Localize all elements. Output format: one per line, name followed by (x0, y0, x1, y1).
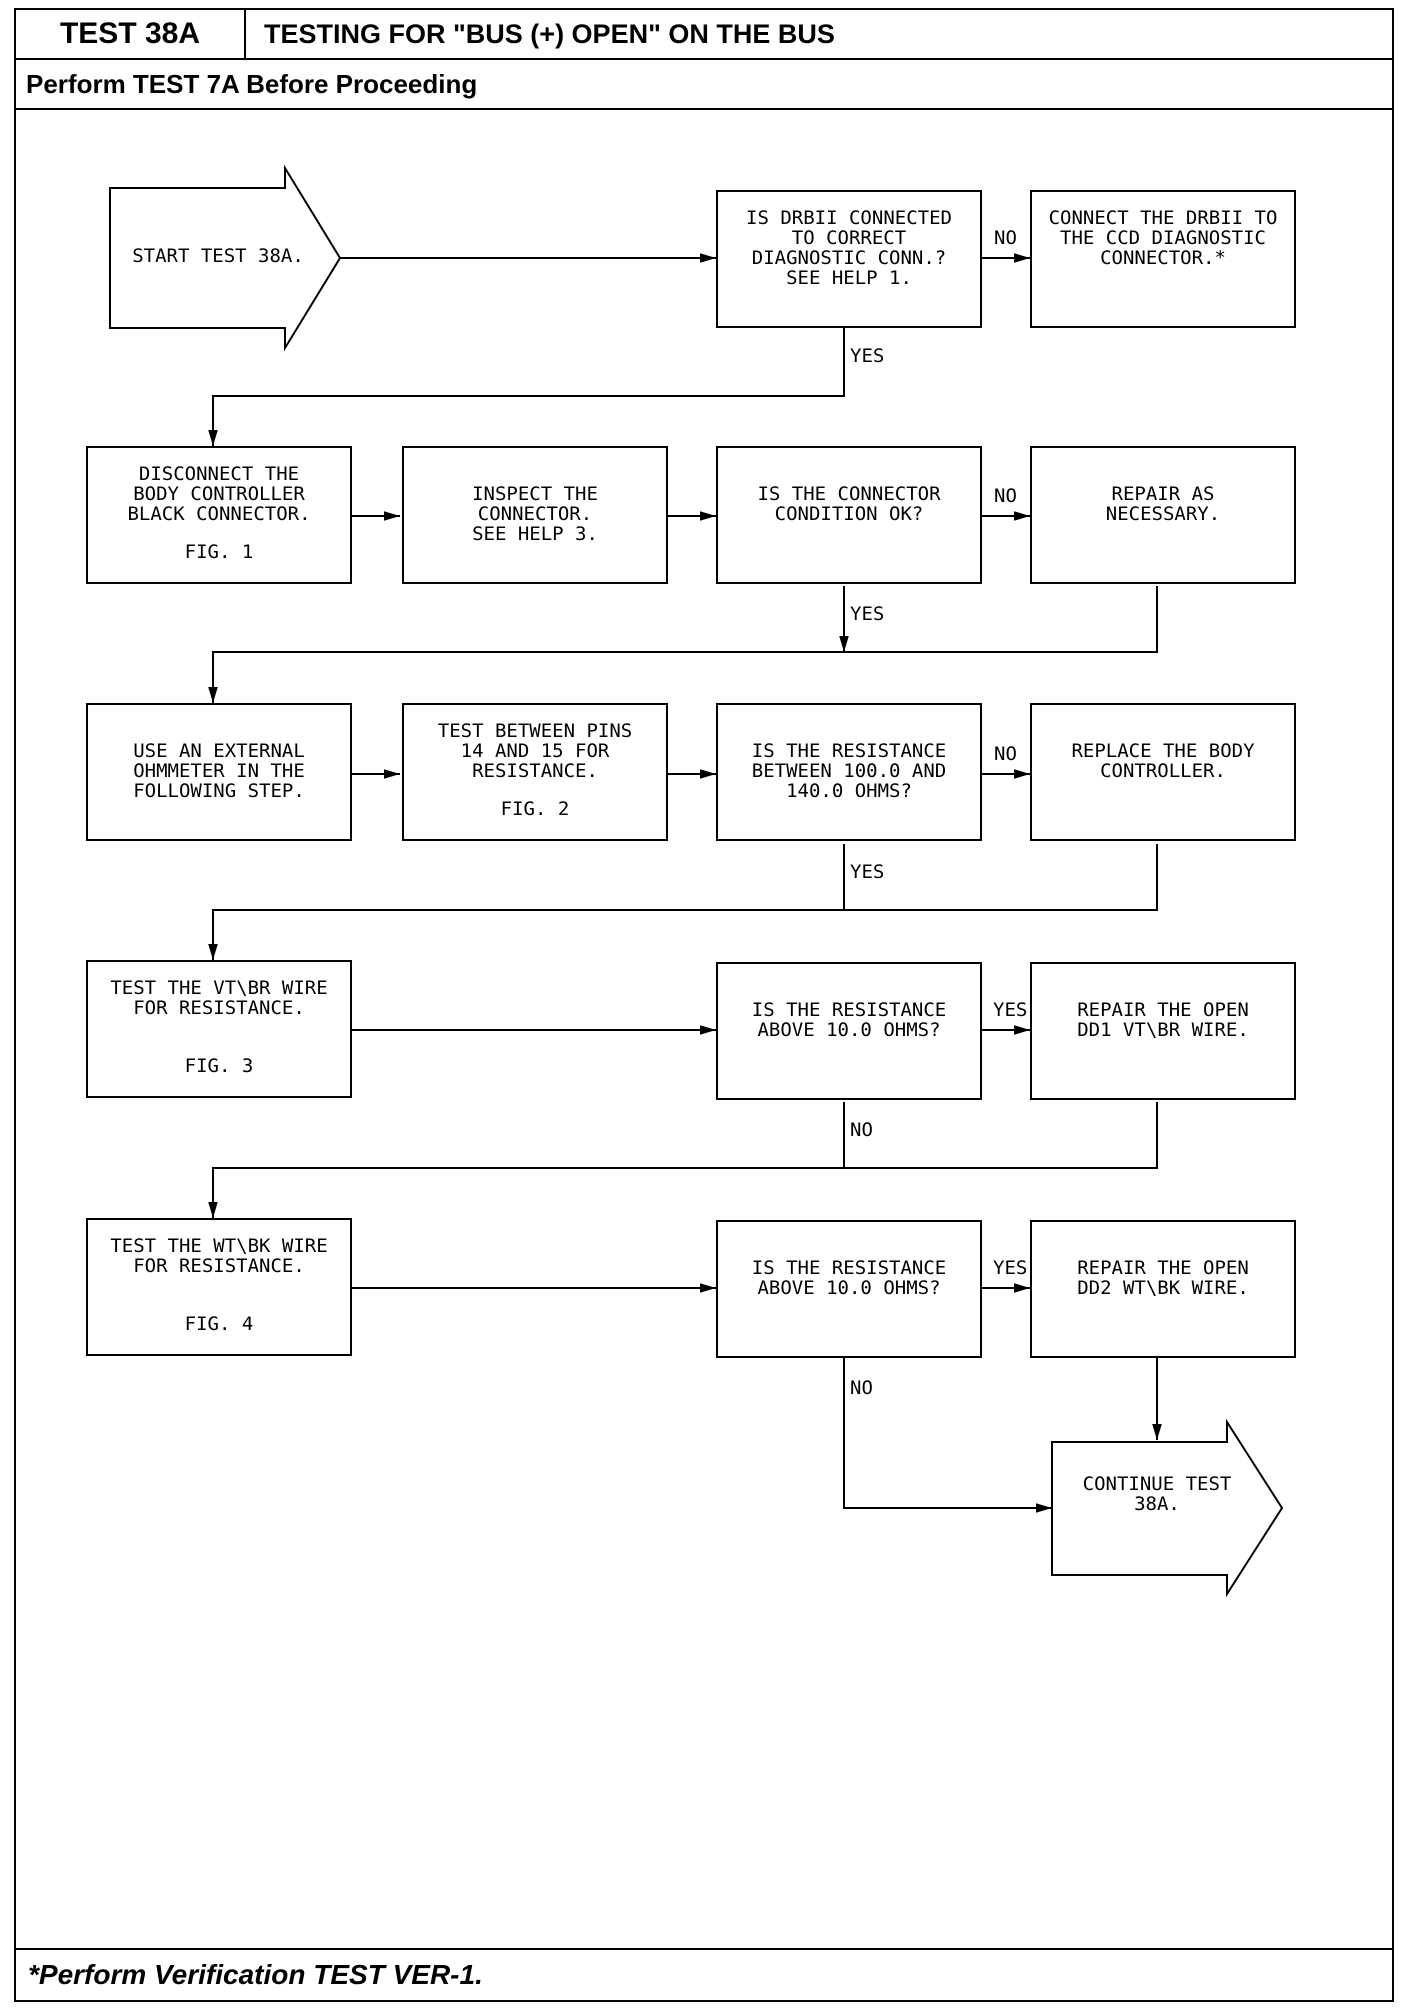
question-vt-br-resistance: IS THE RESISTANCE ABOVE 10.0 OHMS? (716, 962, 982, 1100)
question-wt-bk-resistance: IS THE RESISTANCE ABOVE 10.0 OHMS? (716, 1220, 982, 1358)
prerequisite-bar: Perform TEST 7A Before Proceeding (16, 60, 1392, 110)
s3-line-2: OHMMETER IN THE (133, 760, 305, 782)
q1-line-1: IS DRBII CONNECTED (746, 207, 952, 229)
a1-line-3: CONNECTOR.* (1100, 247, 1226, 269)
label-yes-q3: YES (850, 861, 885, 883)
a4-line-1: REPAIR THE OPEN (1077, 999, 1249, 1021)
q5-line-2: ABOVE 10.0 OHMS? (757, 1277, 941, 1299)
s1-line-1: DISCONNECT THE (138, 463, 300, 485)
q3-line-1: IS THE RESISTANCE (751, 740, 947, 762)
footnote-text: *Perform Verification TEST VER-1. (28, 1959, 483, 1990)
s5-line-1: TEST THE VT\BR WIRE (110, 977, 328, 999)
s5-line-2: FOR RESISTANCE. (133, 997, 305, 1019)
step-test-vt-br-wire: TEST THE VT\BR WIRE FOR RESISTANCE. FIG.… (86, 960, 352, 1098)
q3-line-2: BETWEEN 100.0 AND (751, 760, 947, 782)
s6-line-1: TEST THE WT\BK WIRE (110, 1235, 328, 1257)
a4-line-2: DD1 VT\BR WIRE. (1077, 1019, 1249, 1041)
q4-line-2: ABOVE 10.0 OHMS? (757, 1019, 941, 1041)
label-yes-q2: YES (850, 603, 885, 625)
label-no-q3: NO (994, 743, 1017, 765)
s1-line-3: BLACK CONNECTOR. (127, 503, 311, 525)
question-connector-ok: IS THE CONNECTOR CONDITION OK? (716, 446, 982, 584)
a5-line-1: REPAIR THE OPEN (1077, 1257, 1249, 1279)
s2-line-3: SEE HELP 3. (472, 523, 598, 545)
action-repair-wt-bk: REPAIR THE OPEN DD2 WT\BK WIRE. (1030, 1220, 1296, 1358)
header-bar: TEST 38A TESTING FOR "BUS (+) OPEN" ON T… (16, 10, 1392, 60)
conn-a3-merge (844, 844, 1158, 911)
step-disconnect-bcm: DISCONNECT THE BODY CONTROLLER BLACK CON… (86, 446, 352, 584)
action-repair-connector: REPAIR AS NECESSARY. (1030, 446, 1296, 584)
conn-a4-merge (844, 1102, 1158, 1169)
test-title: TESTING FOR "BUS (+) OPEN" ON THE BUS (264, 18, 835, 49)
s3-line-1: USE AN EXTERNAL (133, 740, 305, 762)
q2-line-2: CONDITION OK? (774, 503, 924, 525)
label-no-q5: NO (850, 1377, 873, 1399)
step-test-pins-14-15: TEST BETWEEN PINS 14 AND 15 FOR RESISTAN… (402, 703, 668, 841)
a1-line-1: CONNECT THE DRBII TO (1048, 207, 1278, 229)
q3-line-3: 140.0 OHMS? (786, 780, 912, 802)
s2-line-1: INSPECT THE (472, 483, 598, 505)
s1-line-2: BODY CONTROLLER (133, 483, 305, 505)
action-connect-drbii: CONNECT THE DRBII TO THE CCD DIAGNOSTIC … (1030, 190, 1296, 328)
label-yes-q4: YES (993, 999, 1028, 1021)
action-replace-bcm: REPLACE THE BODY CONTROLLER. (1030, 703, 1296, 841)
a3-line-2: CONTROLLER. (1100, 760, 1226, 782)
step-inspect-connector: INSPECT THE CONNECTOR. SEE HELP 3. (402, 446, 668, 584)
s5-fig: FIG. 3 (184, 1055, 254, 1077)
q2-line-1: IS THE CONNECTOR (757, 483, 941, 505)
q5-line-1: IS THE RESISTANCE (751, 1257, 947, 1279)
label-no-q4: NO (850, 1119, 873, 1141)
conn-q5-end (843, 1358, 1052, 1513)
test-id: TEST 38A (16, 10, 246, 58)
s1-fig: FIG. 1 (184, 541, 254, 563)
a3-line-1: REPLACE THE BODY (1071, 740, 1255, 762)
s2-line-2: CONNECTOR. (477, 503, 593, 525)
q1-line-2: TO CORRECT (791, 227, 907, 249)
s3-line-3: FOLLOWING STEP. (133, 780, 305, 802)
label-no-q2: NO (994, 485, 1017, 507)
conn-q1-s1 (208, 328, 845, 446)
a2-line-2: NECESSARY. (1105, 503, 1221, 525)
s4-line-2: 14 AND 15 FOR (460, 740, 610, 762)
end-line-1: CONTINUE TEST (1082, 1473, 1232, 1495)
label-yes-q1: YES (850, 345, 885, 367)
step-test-wt-bk-wire: TEST THE WT\BK WIRE FOR RESISTANCE. FIG.… (86, 1218, 352, 1356)
question-drbii-connected: IS DRBII CONNECTED TO CORRECT DIAGNOSTIC… (716, 190, 982, 328)
conn-q4-s6 (208, 1102, 845, 1218)
end-arrow-shape (1051, 1418, 1284, 1598)
step-use-ohmmeter: USE AN EXTERNAL OHMMETER IN THE FOLLOWIN… (86, 703, 352, 841)
conn-q2-s3 (208, 586, 845, 703)
s4-line-3: RESISTANCE. (472, 760, 598, 782)
start-arrow-shape (109, 164, 342, 352)
label-no-q1: NO (994, 227, 1017, 249)
conn-q3-s5 (208, 844, 845, 960)
s4-fig: FIG. 2 (500, 798, 570, 820)
start-label: START TEST 38A. (118, 246, 318, 266)
a5-line-2: DD2 WT\BK WIRE. (1077, 1277, 1249, 1299)
prerequisite-text: Perform TEST 7A Before Proceeding (26, 68, 478, 99)
footer-bar: *Perform Verification TEST VER-1. (16, 1948, 1392, 2000)
end-label: CONTINUE TEST 38A. (1062, 1474, 1252, 1514)
question-resistance-range: IS THE RESISTANCE BETWEEN 100.0 AND 140.… (716, 703, 982, 841)
page-frame: TEST 38A TESTING FOR "BUS (+) OPEN" ON T… (14, 8, 1394, 2002)
a1-line-2: THE CCD DIAGNOSTIC (1060, 227, 1266, 249)
q1-line-3: DIAGNOSTIC CONN.? (751, 247, 947, 269)
a2-line-1: REPAIR AS (1111, 483, 1215, 505)
end-line-2: 38A. (1134, 1493, 1180, 1515)
start-text: START TEST 38A. (132, 245, 304, 267)
conn-a2-merge (844, 586, 1158, 653)
s6-fig: FIG. 4 (184, 1313, 254, 1335)
label-yes-q5: YES (993, 1257, 1028, 1279)
s6-line-2: FOR RESISTANCE. (133, 1255, 305, 1277)
q4-line-1: IS THE RESISTANCE (751, 999, 947, 1021)
s4-line-1: TEST BETWEEN PINS (437, 720, 633, 742)
action-repair-vt-br: REPAIR THE OPEN DD1 VT\BR WIRE. (1030, 962, 1296, 1100)
q1-line-4: SEE HELP 1. (786, 267, 912, 289)
